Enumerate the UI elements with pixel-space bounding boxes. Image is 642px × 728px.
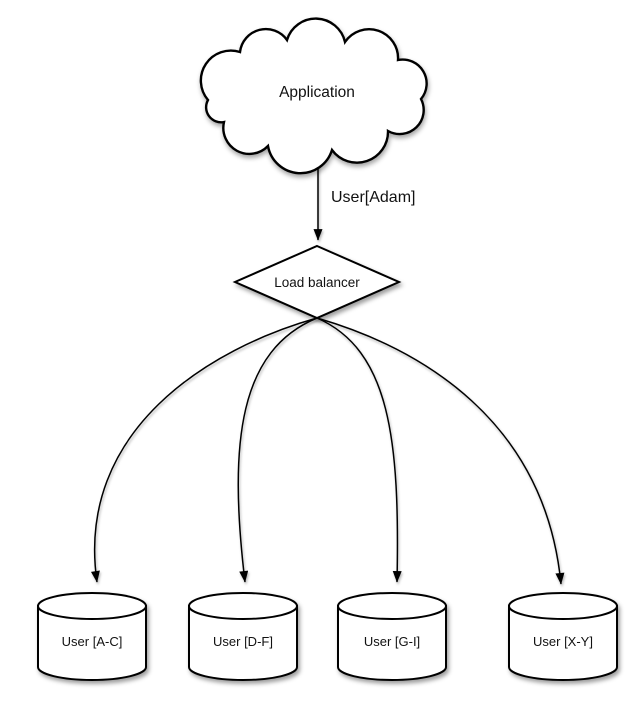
shard-label-2: User [D-F] bbox=[213, 634, 273, 649]
edge-balancer-to-shard-1 bbox=[90, 317, 318, 583]
edge-balancer-to-shard-4 bbox=[316, 317, 565, 585]
load-balancer-label: Load balancer bbox=[274, 275, 360, 290]
shard-label-4: User [X-Y] bbox=[533, 634, 593, 649]
shard-cylinder-4: User [X-Y] bbox=[508, 592, 618, 681]
application-cloud bbox=[199, 17, 428, 175]
edge-balancer-to-shard-2 bbox=[237, 317, 318, 583]
shard-cylinder-2: User [D-F] bbox=[188, 592, 298, 681]
shard-label-3: User [G-I] bbox=[364, 634, 420, 649]
shard-cylinder-1: User [A-C] bbox=[37, 592, 147, 681]
shard-label-1: User [A-C] bbox=[62, 634, 123, 649]
request-edge-label: User[Adam] bbox=[331, 189, 415, 206]
load-balancer-diamond bbox=[232, 244, 402, 320]
edge-balancer-to-shard-3 bbox=[316, 317, 402, 583]
shard-cylinder-3: User [G-I] bbox=[337, 592, 447, 681]
application-label: Application bbox=[279, 84, 355, 101]
